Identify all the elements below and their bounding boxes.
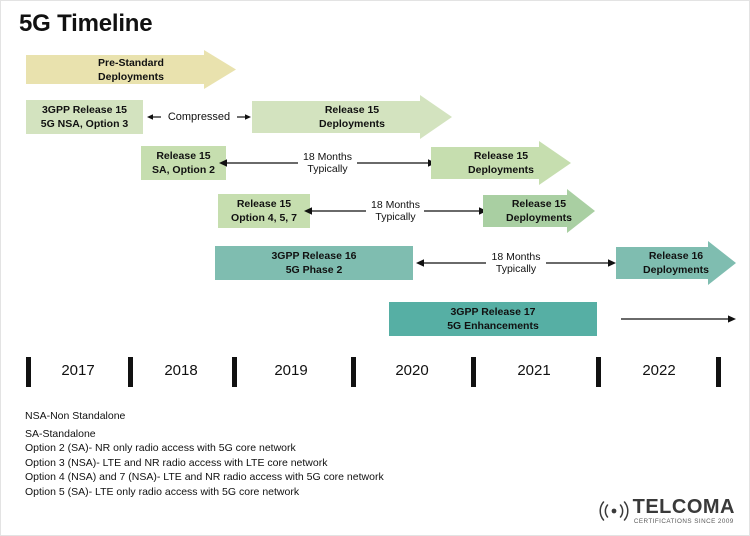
footnote-0: NSA-Non Standalone xyxy=(25,410,126,422)
box-3gpp-release-15-nsa-line2: 5G NSA, Option 3 xyxy=(40,118,129,130)
telcoma-logo: TELCOMA CERTIFICATIONS SINCE 2009 xyxy=(599,497,735,525)
footnote-4: Option 4 (NSA) and 7 (NSA)- LTE and NR r… xyxy=(25,471,384,483)
box-3gpp-release-16-line2: 5G Phase 2 xyxy=(285,264,343,276)
measure-18-months-row4: 18 Months Typically xyxy=(304,199,487,223)
timeline-tick-2 xyxy=(232,357,237,387)
legend-footnotes: NSA-Non Standalone SA-Standalone Option … xyxy=(25,409,384,499)
box-release-15-sa-line1: Release 15 xyxy=(156,150,211,162)
measure-18-months-row4-line1: 18 Months xyxy=(370,199,421,211)
measure-18-months-row3-line1: 18 Months xyxy=(302,151,353,163)
release-17-continuation-arrow xyxy=(621,310,736,328)
release-16-deployments-arrow: Release 16 Deployments xyxy=(616,241,736,285)
timeline-tick-5 xyxy=(596,357,601,387)
box-3gpp-release-16-line1: 3GPP Release 16 xyxy=(271,250,357,262)
logo-tagline-text: CERTIFICATIONS SINCE 2009 xyxy=(633,517,734,525)
release-15-deployments-arrow-row2: Release 15 Deployments xyxy=(252,95,452,139)
timeline-tick-0 xyxy=(26,357,31,387)
timeline-tick-4 xyxy=(471,357,476,387)
timeline-year-2021: 2021 xyxy=(517,362,551,379)
footnote-5: Option 5 (SA)- LTE only radio access wit… xyxy=(25,485,300,498)
box-release-15-opt457-line2: Option 4, 5, 7 xyxy=(231,212,297,224)
box-release-15-option-4-5-7: Release 15 Option 4, 5, 7 xyxy=(218,194,310,228)
measure-compressed: Compressed xyxy=(147,108,251,126)
box-3gpp-release-15-nsa: 3GPP Release 15 5G NSA, Option 3 xyxy=(26,100,143,134)
release-15-deployments-arrow-row4: Release 15 Deployments xyxy=(483,189,595,233)
box-3gpp-release-16: 3GPP Release 16 5G Phase 2 xyxy=(215,246,413,280)
measure-18-months-row5: 18 Months Typically xyxy=(416,251,616,275)
timeline-year-2020: 2020 xyxy=(395,362,429,379)
box-3gpp-release-17-line1: 3GPP Release 17 xyxy=(450,306,536,318)
timeline-tick-3 xyxy=(351,357,356,387)
timeline-year-2017: 2017 xyxy=(61,362,95,379)
timeline-tick-1 xyxy=(128,357,133,387)
footnote-3: Option 3 (NSA)- LTE and NR radio access … xyxy=(25,456,328,469)
logo-brand-text: TELCOMA xyxy=(632,495,735,518)
page-title: 5G Timeline xyxy=(19,10,153,37)
measure-18-months-row4-line2: Typically xyxy=(375,211,416,223)
timeline-year-2018: 2018 xyxy=(164,362,198,379)
pre-standard-deployments-arrow: Pre-Standard Deployments xyxy=(26,50,236,89)
measure-18-months-row3-line2: Typically xyxy=(307,163,348,175)
footnote-2: Option 2 (SA)- NR only radio access with… xyxy=(25,442,296,454)
timeline-axis: 2017 2018 2019 2020 2021 2022 xyxy=(1,357,749,401)
measure-18-months-row5-line1: 18 Months xyxy=(491,251,541,263)
box-3gpp-release-17: 3GPP Release 17 5G Enhancements xyxy=(389,302,597,336)
timeline-year-2019: 2019 xyxy=(274,362,308,379)
timeline-tick-6 xyxy=(716,357,721,387)
measure-compressed-label: Compressed xyxy=(167,111,231,123)
measure-18-months-row5-line2: Typically xyxy=(495,263,537,275)
footnote-1: SA-Standalone xyxy=(25,427,96,440)
timeline-year-2022: 2022 xyxy=(642,362,676,379)
measure-18-months-row3: 18 Months Typically xyxy=(219,151,436,175)
box-release-15-sa-option-2: Release 15 SA, Option 2 xyxy=(141,146,226,180)
box-3gpp-release-17-line2: 5G Enhancements xyxy=(447,320,539,332)
signal-wave-icon xyxy=(599,501,629,521)
box-3gpp-release-15-nsa-line1: 3GPP Release 15 xyxy=(41,104,128,116)
release-15-deployments-arrow-row3: Release 15 Deployments xyxy=(431,141,571,185)
box-release-15-sa-line2: SA, Option 2 xyxy=(152,164,215,176)
box-release-15-opt457-line1: Release 15 xyxy=(236,198,292,210)
